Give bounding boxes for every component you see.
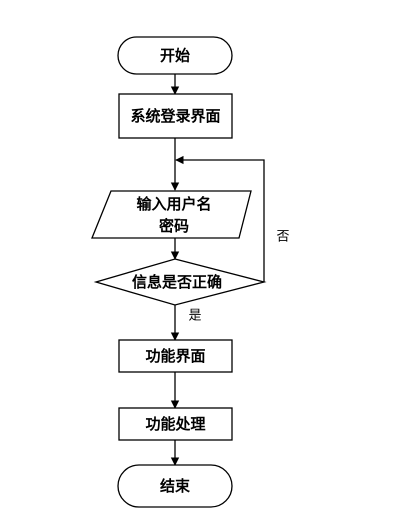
input-credentials <box>91 190 252 239</box>
login-process <box>118 93 233 139</box>
no-label: 否 <box>276 230 289 245</box>
function-ui-process <box>118 339 233 373</box>
function-process <box>118 407 233 441</box>
arrow-no-loop-back <box>175 155 265 282</box>
yes-label: 是 <box>188 309 201 324</box>
login-label: 系统登录界面 <box>130 107 220 125</box>
function-process-label: 功能处理 <box>145 415 205 433</box>
check-label: 信息是否正确 <box>132 273 222 291</box>
start-label: 开始 <box>160 47 190 65</box>
input-label-line1: 输入用户名 <box>136 195 211 213</box>
end-terminal <box>117 464 233 508</box>
end-label: 结束 <box>160 477 191 495</box>
input-label-line2: 密码 <box>159 217 189 235</box>
function-ui-label: 功能界面 <box>145 347 205 365</box>
